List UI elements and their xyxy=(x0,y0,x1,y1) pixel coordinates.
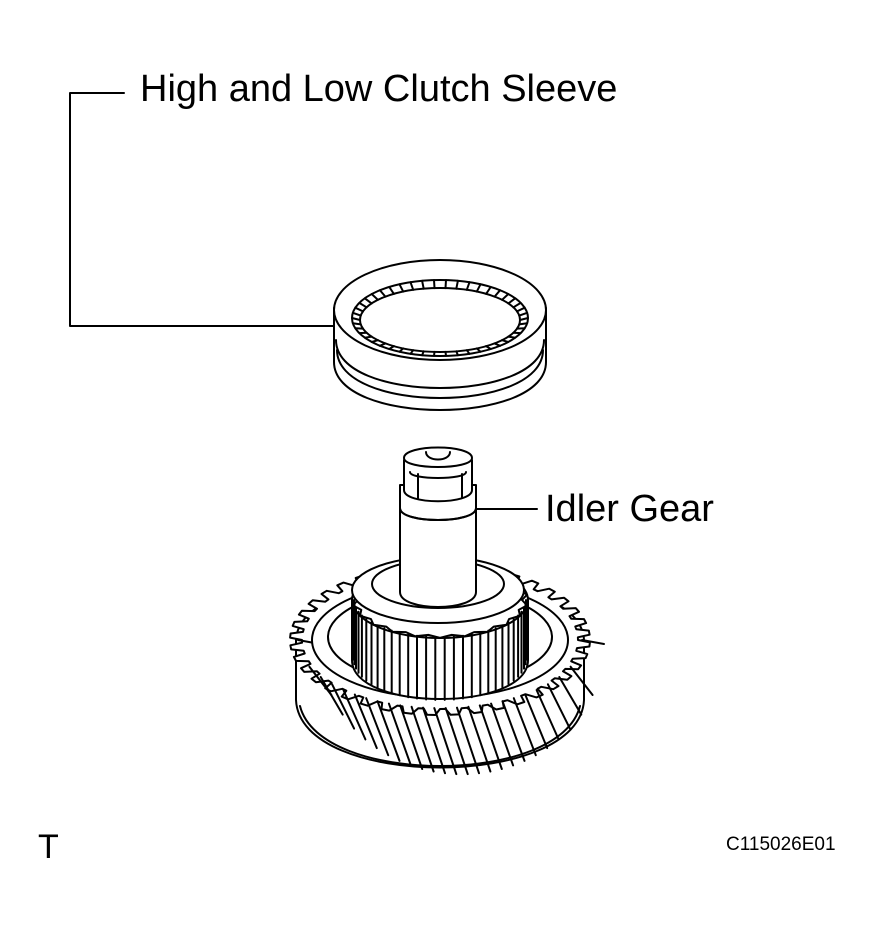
sleeve-spline-tooth xyxy=(507,297,517,305)
helical-tooth-line xyxy=(422,706,446,775)
clutch-sleeve-spline-root xyxy=(359,287,521,353)
helical-tooth-line xyxy=(490,702,515,767)
helical-tooth-lines xyxy=(297,639,605,776)
sleeve-spline-tooth xyxy=(351,317,361,321)
helical-tooth-line xyxy=(501,700,526,762)
clutch-sleeve-groove-bottom xyxy=(336,349,544,399)
sleeve-spline-tooth xyxy=(518,311,529,317)
sleeve-spline-tooth xyxy=(465,281,471,291)
sleeve-spline-tooth xyxy=(354,306,364,313)
clutch-sleeve-top-face xyxy=(333,259,547,361)
helical-tooth-line xyxy=(512,697,537,757)
helical-tooth-line xyxy=(467,705,492,773)
helical-tooth-line xyxy=(524,693,549,750)
sleeve-spline-tooth xyxy=(358,301,368,309)
sleeve-spline-tooth xyxy=(519,317,529,321)
sleeve-spline-tooth xyxy=(388,286,395,295)
helical-tooth-line xyxy=(342,689,367,741)
helical-tooth-line xyxy=(319,676,344,716)
sleeve-spline-tooth xyxy=(363,297,373,305)
sleeve-spline-tooth xyxy=(518,322,529,326)
idler-gear xyxy=(289,446,605,776)
figure-id-text: C115026E01 xyxy=(726,834,836,855)
sleeve-spline-tooth xyxy=(433,279,436,290)
gear-lower-face xyxy=(299,705,581,767)
helical-tooth-line xyxy=(581,639,605,645)
clutch-sleeve-label: High and Low Clutch Sleeve xyxy=(140,68,618,110)
sleeve-spline-tooth xyxy=(493,289,502,298)
helical-tooth-line xyxy=(558,676,583,716)
helical-tooth-line xyxy=(535,689,560,741)
sleeve-spline-tooth xyxy=(516,306,526,313)
sleeve-spline-tooth xyxy=(370,293,379,301)
sleeve-spline-tooth xyxy=(409,281,415,291)
spline-teeth-lines xyxy=(353,599,527,701)
sleeve-spline-tooth xyxy=(351,311,362,317)
sleeve-spline-tooth xyxy=(378,289,387,298)
helical-tooth-line xyxy=(456,706,480,775)
sleeve-spline-tooth xyxy=(351,322,362,326)
clutch-sleeve-groove-top xyxy=(335,339,545,389)
corner-code-text: T xyxy=(38,828,59,866)
helical-tooth-line xyxy=(410,705,435,773)
helical-tooth-line xyxy=(331,683,356,730)
sleeve-spline-tooth xyxy=(398,283,405,293)
clutch-sleeve xyxy=(333,259,547,411)
sleeve-spline-tooth xyxy=(512,301,522,309)
helical-tooth-line xyxy=(365,697,390,757)
sleeve-spline-tooth xyxy=(421,279,425,290)
sleeve-spline-tooth xyxy=(455,279,459,290)
sleeve-spline-tooth xyxy=(485,286,492,295)
helical-tooth-line xyxy=(399,704,424,770)
helical-tooth-line xyxy=(478,704,503,770)
helical-tooth-line xyxy=(433,707,458,776)
helical-tooth-line xyxy=(569,665,594,696)
helical-tooth-line xyxy=(387,702,412,767)
helical-tooth-line xyxy=(353,693,378,750)
sleeve-spline-tooth xyxy=(475,283,482,293)
idler-gear-shaft xyxy=(399,446,477,608)
sleeve-spline-tooth xyxy=(444,279,447,290)
helical-tooth-line xyxy=(546,683,571,730)
idler-gear-label: Idler Gear xyxy=(545,488,714,530)
clutch-sleeve-leader-line xyxy=(69,92,337,327)
helical-tooth-line xyxy=(444,707,469,776)
helical-tooth-line xyxy=(376,700,401,762)
sleeve-spline-tooth xyxy=(501,293,510,301)
